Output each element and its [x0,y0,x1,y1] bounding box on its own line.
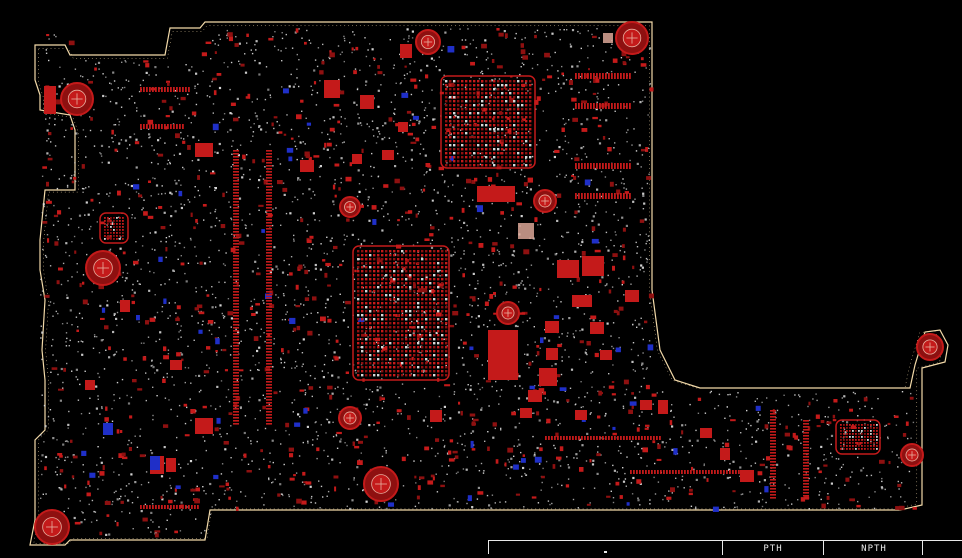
cpu-bga-package[interactable] [352,245,450,381]
selected-component [518,223,534,239]
drill-legend-table: PTH NPTH [488,540,962,555]
chip-packages[interactable] [99,75,881,455]
legend-divider [722,541,723,555]
mounting-hole-icon [338,406,362,430]
pch-bga-package[interactable] [440,75,536,169]
ec-bga-package[interactable] [835,419,881,455]
mounting-hole-icon [916,333,944,361]
legend-divider [922,541,923,555]
mounting-hole-icon [496,301,520,325]
component-rows [140,73,809,509]
mounting-hole-icon [60,82,94,116]
board-keepout [33,25,943,544]
legend-marker [604,551,607,553]
mounting-hole-icon [415,29,441,55]
mounting-hole-icon [85,250,121,286]
mounting-hole-icon [363,466,399,502]
mounting-hole-icon [34,509,70,545]
marker-pad [603,33,613,43]
discrete-components [44,33,754,482]
mounting-hole-icon [615,21,649,55]
legend-divider [823,541,824,555]
mounting-hole-icon [900,443,924,467]
legend-npth-label: NPTH [861,544,887,554]
usb-controller-package[interactable] [99,212,129,244]
legend-pth-label: PTH [763,544,783,554]
board-edge [29,21,949,546]
board-outline [29,21,949,546]
mounting-hole-icon [533,189,557,213]
mounting-hole-icon [339,196,361,218]
mounting-holes [34,21,944,545]
via-field [40,28,920,538]
